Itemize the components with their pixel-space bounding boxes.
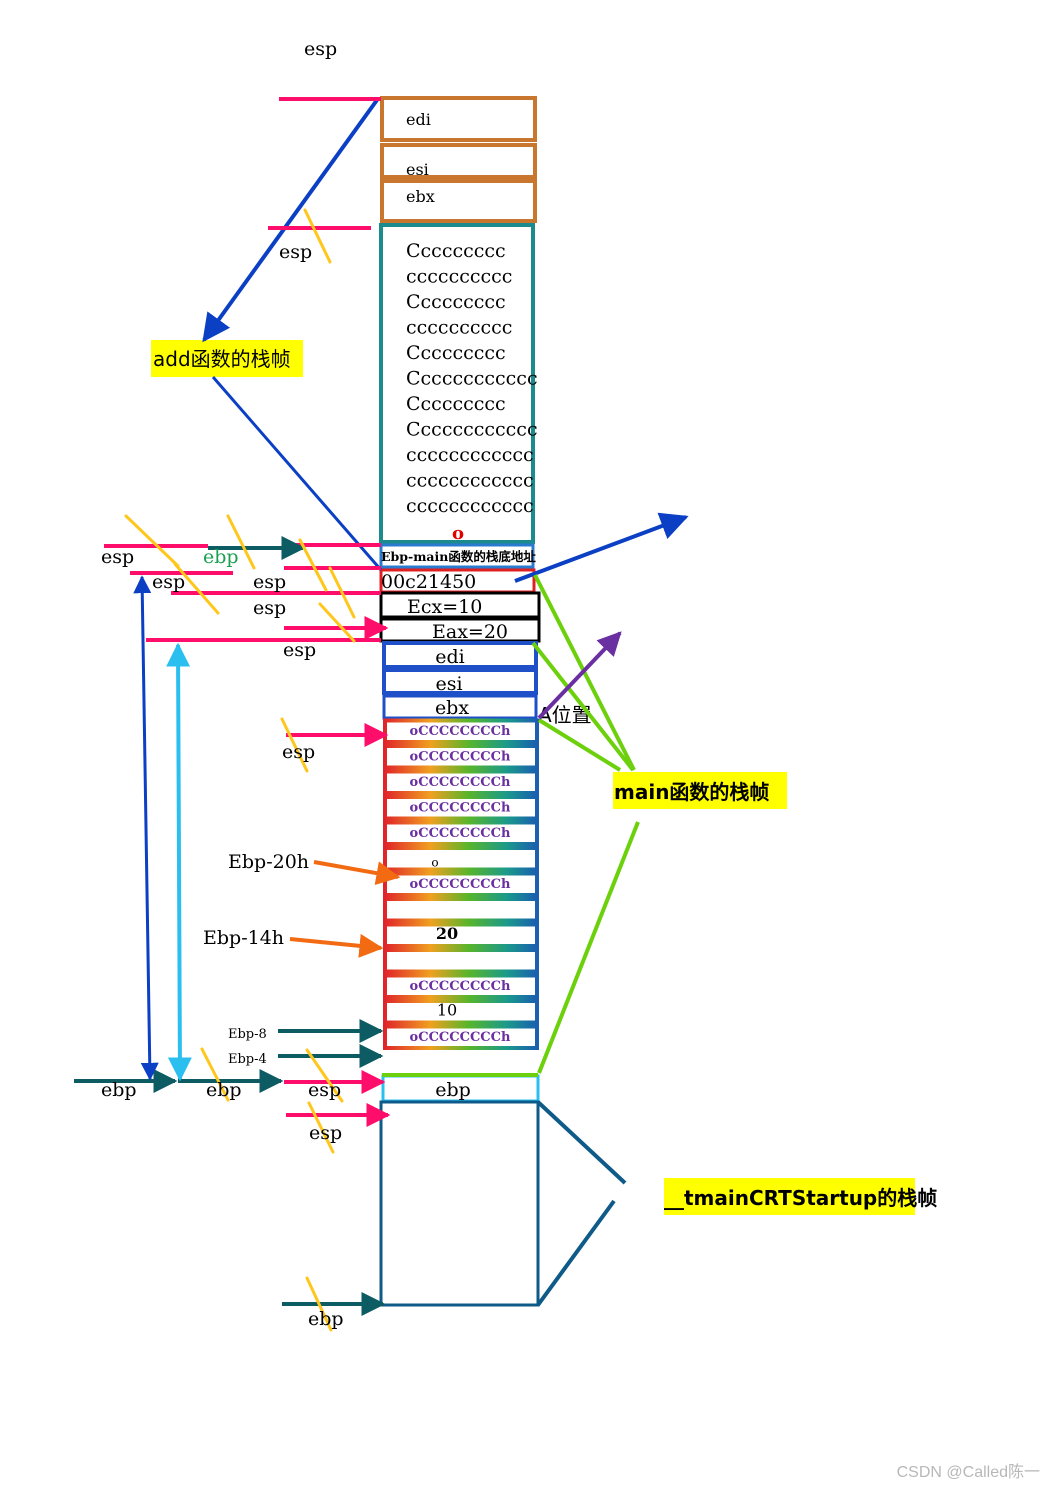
add-frame-arrow <box>202 98 379 343</box>
add-fill-line: cccccccccccc <box>406 470 534 492</box>
ecx-cell: Ecx=10 <box>407 596 482 618</box>
main-esi-cell: esi <box>435 673 462 695</box>
main-stack-cell <box>383 744 539 770</box>
main-stack-cell-label: oCCCCCCCCh <box>410 1030 511 1045</box>
main-ebx-cell: ebx <box>435 697 469 719</box>
add-frame-label: add函数的栈帧 <box>153 347 291 371</box>
main-edi-cell: edi <box>435 646 464 668</box>
ebp-main-base-cell: Ebp-main函数的栈底地址 <box>381 549 536 564</box>
add-esi-cell: esi <box>406 160 429 179</box>
esp-label-top: esp <box>304 38 337 60</box>
main-stack-cell-label: oCCCCCCCCh <box>410 750 511 765</box>
add-fill-line: cccccccccc <box>406 266 512 288</box>
add-fill-line: Ccccccccc <box>406 342 506 364</box>
main-stack-cell-label: 10 <box>437 1001 457 1020</box>
esp-label-mid2: esp <box>253 597 286 619</box>
ebp-label-green: ebp <box>203 546 239 568</box>
ebp-label-bottom-left: ebp <box>101 1079 137 1101</box>
main-stack-cell <box>383 999 539 1025</box>
main-stack-cell-label: o <box>431 856 438 870</box>
main-stack-cell <box>383 820 539 846</box>
strike-marks <box>124 208 356 1332</box>
add-fill-line: Ccccccccc <box>406 393 506 415</box>
ebp-esp-span-arrow <box>166 642 192 1082</box>
ebp-pointer-arrows <box>74 536 386 1316</box>
main-stack-cell-label: oCCCCCCCCh <box>410 979 511 994</box>
esp-label-mid4: esp <box>282 741 315 763</box>
esp-label-add: esp <box>279 241 312 263</box>
ebp-label-bottom-mid: ebp <box>206 1079 242 1101</box>
main-stack-cell-label: oCCCCCCCCh <box>410 775 511 790</box>
main-stack-cell <box>383 897 539 923</box>
main-stack-cell-label: oCCCCCCCCh <box>410 724 511 739</box>
add-fill-line: Cccccccccccc <box>406 368 538 390</box>
main-ebp-cell: ebp <box>435 1079 471 1101</box>
ebp-20h-arrow <box>313 860 401 886</box>
add-fill-line: cccccccccc <box>406 317 512 339</box>
add-zero-marker: o <box>452 523 464 544</box>
add-fill-line: Ccccccccc <box>406 240 506 262</box>
ebp-14h-label: Ebp-14h <box>203 927 284 949</box>
ebp-4-label: Ebp-4 <box>228 1052 267 1067</box>
add-fill-line: Ccccccccc <box>406 291 506 313</box>
main-top-cells: Ebp-main函数的栈底地址 00c21450 Ecx=10 Eax=20 e… <box>379 543 541 720</box>
ebp-label-startup: ebp <box>308 1308 344 1330</box>
startup-frame-label: __tmainCRTStartup的栈帧 <box>664 1186 937 1210</box>
main-stack-cell <box>383 846 539 872</box>
main-stack-cell-label: oCCCCCCCCh <box>410 826 511 841</box>
esp-label-bottom1: esp <box>308 1079 341 1101</box>
add-fill-line: cccccccccccc <box>406 444 534 466</box>
esp-label-left: esp <box>101 546 134 568</box>
main-local-cells: oCCCCCCCCh oCCCCCCCCh oCCCCCCCCh oCCCCCCCCh… <box>383 718 539 1050</box>
main-stack-cell <box>383 948 539 974</box>
esp-label-mid3: esp <box>283 639 316 661</box>
esp-label-left2: esp <box>152 571 185 593</box>
eax-cell: Eax=20 <box>432 621 508 643</box>
main-stack-cell-label: 20 <box>436 924 458 943</box>
ebp-20h-label: Ebp-20h <box>228 851 309 873</box>
add-ebx-cell: ebx <box>406 187 435 206</box>
esp-pointer-lines <box>104 97 391 1127</box>
esp-label-bottom2: esp <box>309 1122 342 1144</box>
ebp-14h-arrow <box>289 933 384 958</box>
main-stack-cell <box>383 795 539 821</box>
ebp-8-label: Ebp-8 <box>228 1027 267 1042</box>
esp-label-mid1: esp <box>253 571 286 593</box>
a-position-arrow <box>537 631 622 720</box>
add-edi-cell: edi <box>406 110 431 129</box>
add-fill-line: cccccccccccc <box>406 495 534 517</box>
main-stack-cell <box>383 973 539 999</box>
main-stack-cell <box>383 922 539 948</box>
main-frame-span-arrow <box>133 575 159 1081</box>
main-stack-cell <box>383 769 539 795</box>
csdn-watermark: CSDN @Called陈一 <box>896 1464 1040 1481</box>
startup-frame-box <box>379 1100 540 1307</box>
main-stack-cell-label: oCCCCCCCCh <box>410 877 511 892</box>
main-stack-cell-label: oCCCCCCCCh <box>410 801 511 816</box>
add-saved-registers: edi esi ebx <box>380 96 537 223</box>
add-cc-fill-block: CccccccccccccccccccCccccccccccccccccccCc… <box>379 223 538 544</box>
main-frame-label: main函数的栈帧 <box>614 780 769 804</box>
return-address-cell: 00c21450 <box>381 571 476 593</box>
return-address-arrow <box>514 512 689 583</box>
main-stack-cell <box>383 1024 539 1050</box>
add-fill-line: Cccccccccccc <box>406 419 538 441</box>
